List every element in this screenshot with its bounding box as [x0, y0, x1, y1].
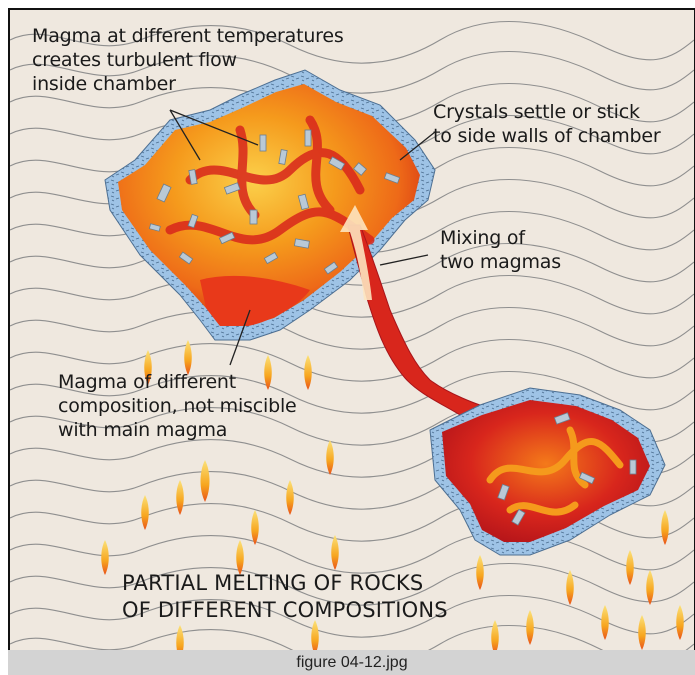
label-mixing-magmas: Mixing of two magmas: [440, 226, 561, 274]
image-caption-bar: figure 04-12.jpg: [8, 650, 695, 675]
label-turbulent-flow: Magma at different temperatures creates …: [32, 24, 344, 96]
label-partial-melting: PARTIAL MELTING OF ROCKS OF DIFFERENT CO…: [122, 570, 448, 624]
figure-frame: Magma at different temperatures creates …: [8, 8, 695, 650]
image-filename: figure 04-12.jpg: [296, 654, 407, 671]
label-immiscible-magma: Magma of different composition, not misc…: [58, 370, 297, 442]
label-crystals-settle: Crystals settle or stick to side walls o…: [433, 100, 661, 148]
